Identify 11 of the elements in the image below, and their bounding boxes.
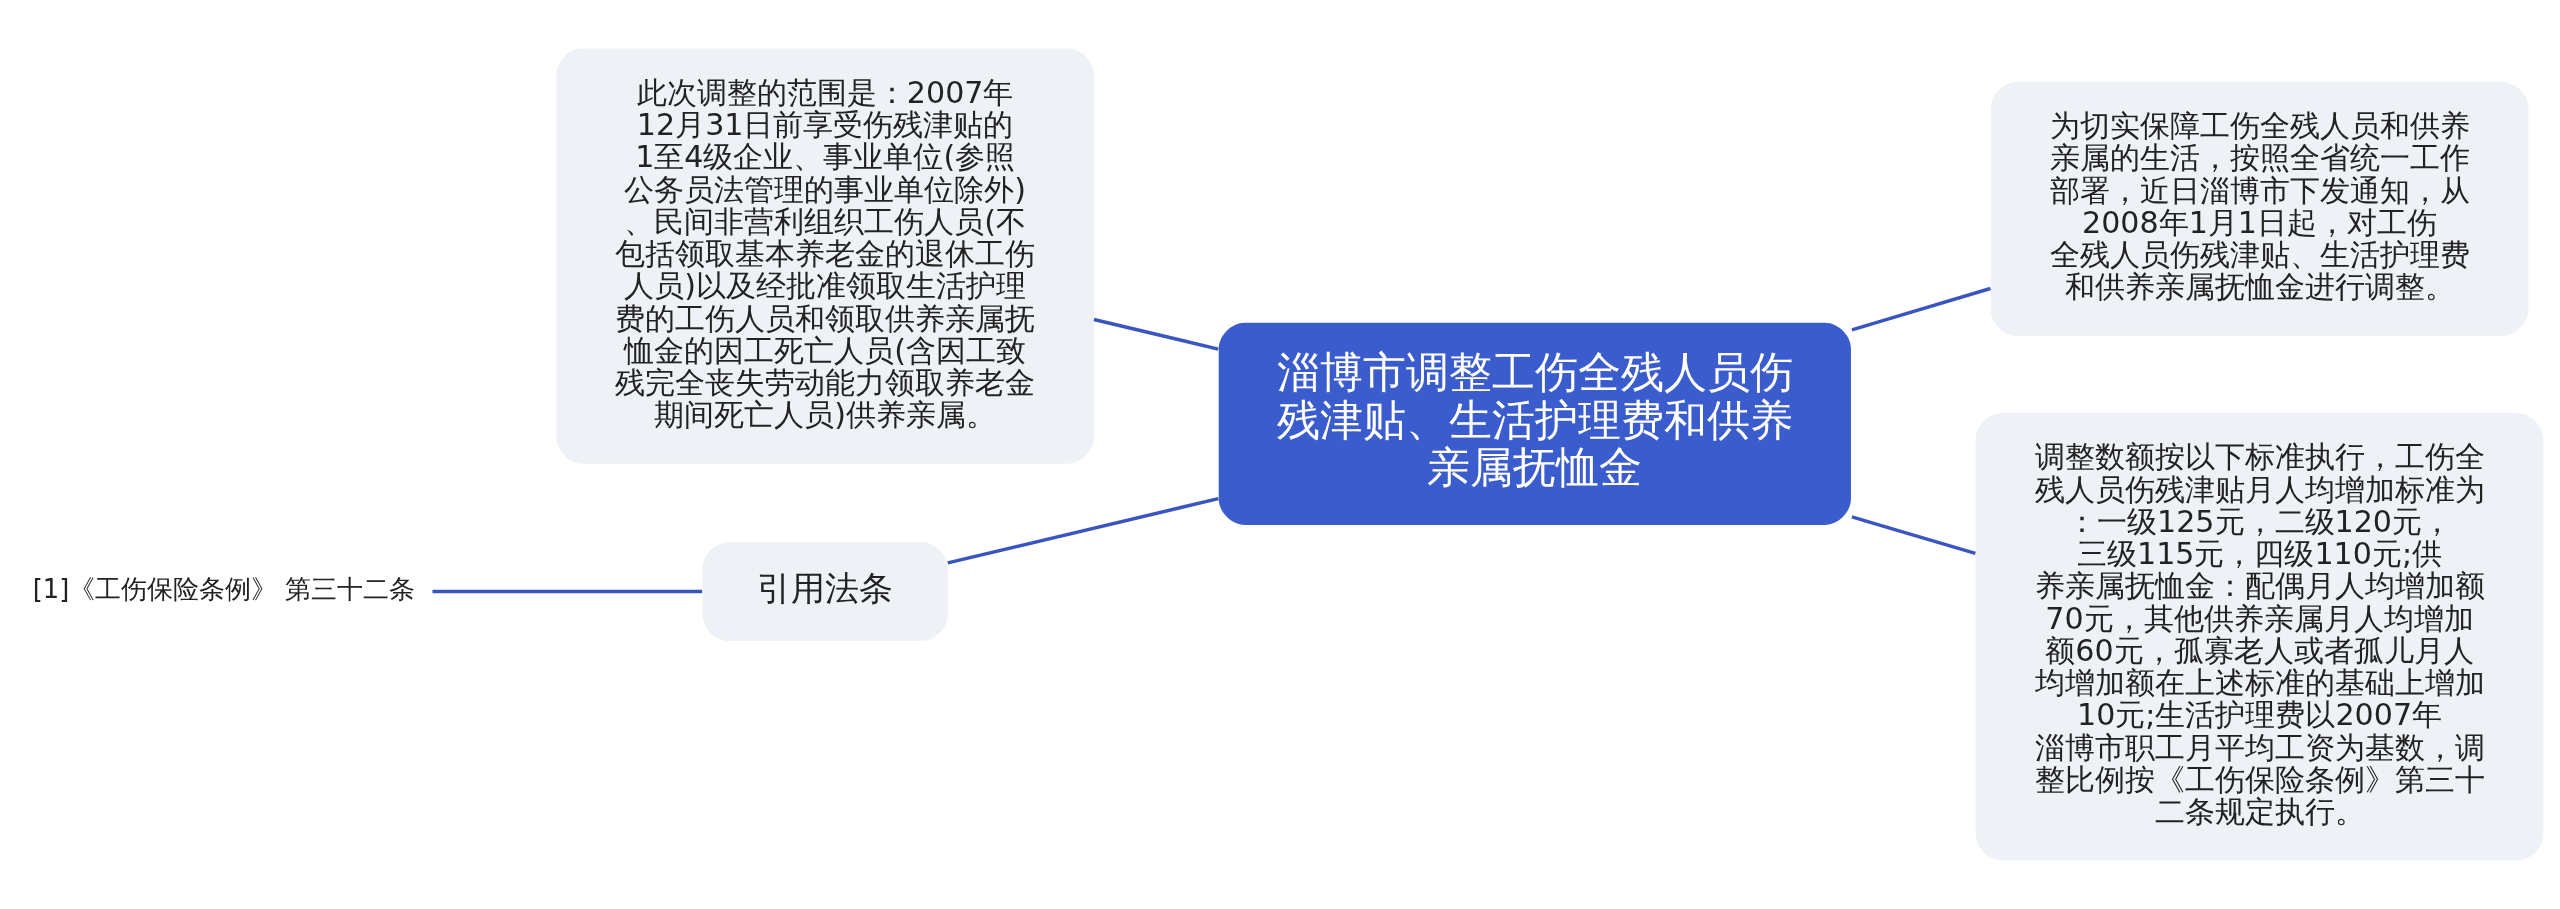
node-text: [1]《工伤保险条例》 第三十二条 [32, 574, 416, 605]
connector [1851, 515, 1976, 556]
node-box: 此次调整的范围是：2007年12月31日前享受伤残津贴的1至4级企业、事业单位(参照公务员法管理的事业单位除外)、民间非营利组织工伤人员(不包括领取基本养老金的退休工伤人员)以及经批准领取生活护理费的工伤人员和领取供养亲属抚恤金的因工死亡人员(含因工致残完全丧失劳动能力领取养老金期间死亡人员)供养亲属。 [556, 48, 1094, 464]
node-box: 引用法条 [702, 542, 948, 642]
connector [947, 496, 1219, 565]
node-box: 调整数额按以下标准执行，工伤全残人员伤残津贴月人均增加标准为：一级125元，二级120元，三级115元，四级110元;供养亲属抚恤金：配偶月人均增加额70元，其他供养亲属月人均增加额60元，孤寡老人或者孤儿月人均增加额在上述标准的基础上增加10元;生活护理费以2007年淄博市职工月平均工资为基数，调整比例按《工伤保险条例》第三十二条规定执行。 [1975, 413, 2544, 861]
connector [432, 589, 703, 594]
node-box: 为切实保障工伤全残人员和供养亲属的生活，按照全省统一工作部署，近日淄博市下发通知，从2008年1月1日起，对工伤全残人员伤残津贴、生活护理费和供养亲属抚恤金进行调整。 [1990, 81, 2529, 336]
node-box: 淄博市调整工伤全残人员伤残津贴、生活护理费和供养亲属抚恤金 [1218, 322, 1851, 525]
connector [1093, 317, 1219, 351]
connector [1851, 286, 1991, 332]
